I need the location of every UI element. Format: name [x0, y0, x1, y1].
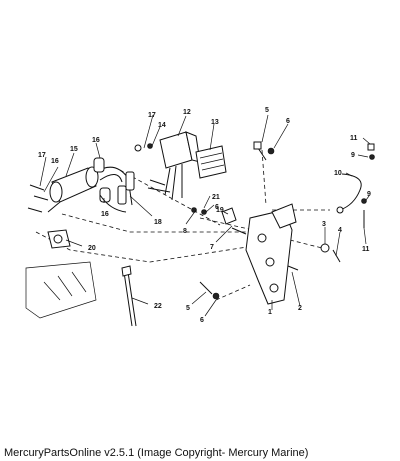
callout-6-bottom: 6: [200, 317, 204, 324]
callout-16-bottom: 16: [101, 211, 109, 218]
callout-19: 19: [216, 207, 224, 214]
nut: [267, 147, 275, 155]
callout-23: 22: [154, 303, 162, 310]
ignition-coil: [47, 166, 99, 213]
callout-22: 16: [51, 158, 59, 165]
callout-21: 21: [212, 194, 220, 201]
callout-17-top: 17: [148, 112, 156, 119]
callout-15: 15: [70, 146, 78, 153]
callout-8: 8: [183, 228, 187, 235]
cowl-section: [25, 261, 97, 319]
mounting-plate: [245, 203, 297, 305]
callout-10: 10: [334, 170, 342, 177]
callout-11-top: 11: [350, 135, 358, 142]
callout-5-bottom: 5: [186, 305, 190, 312]
callout-labels: 5 6 12 13 17 14 16 15 17 16 18 16 8 21 6…: [38, 107, 371, 324]
callout-6-mid: 6: [215, 204, 219, 211]
callout-2: 2: [298, 305, 302, 312]
callout-17-left: 17: [38, 152, 46, 159]
callout-9-top: 9: [351, 152, 355, 159]
footer-copyright: MercuryPartsOnline v2.5.1 (Image Copyrig…: [4, 447, 309, 459]
parts-diagram: 5 6 12 13 17 14 16 15 17 16 18 16 8 21 6…: [25, 107, 375, 327]
leader-lines: [39, 114, 371, 317]
callout-16-top: 16: [92, 137, 100, 144]
callout-1: 1: [268, 309, 272, 316]
cable: [336, 173, 362, 214]
spark-plug-leads: [93, 157, 135, 213]
callout-4: 4: [338, 227, 342, 234]
callout-14: 14: [158, 122, 166, 129]
callout-12: 12: [183, 109, 191, 116]
grommet: [47, 229, 71, 249]
callout-3: 3: [322, 221, 326, 228]
callout-11-bottom: 11: [362, 246, 370, 253]
callout-5-top: 5: [265, 107, 269, 114]
bolt: [253, 141, 267, 161]
cable-tie: [121, 265, 137, 327]
callout-7: 7: [210, 244, 214, 251]
rectifier: [195, 145, 227, 179]
callout-20: 20: [88, 245, 96, 252]
callout-9-right: 9: [367, 191, 371, 198]
switch-box: [147, 131, 201, 201]
callout-18: 18: [154, 219, 162, 226]
callout-6-top: 6: [286, 118, 290, 125]
hardware: [27, 143, 375, 300]
callout-13: 13: [211, 119, 219, 126]
